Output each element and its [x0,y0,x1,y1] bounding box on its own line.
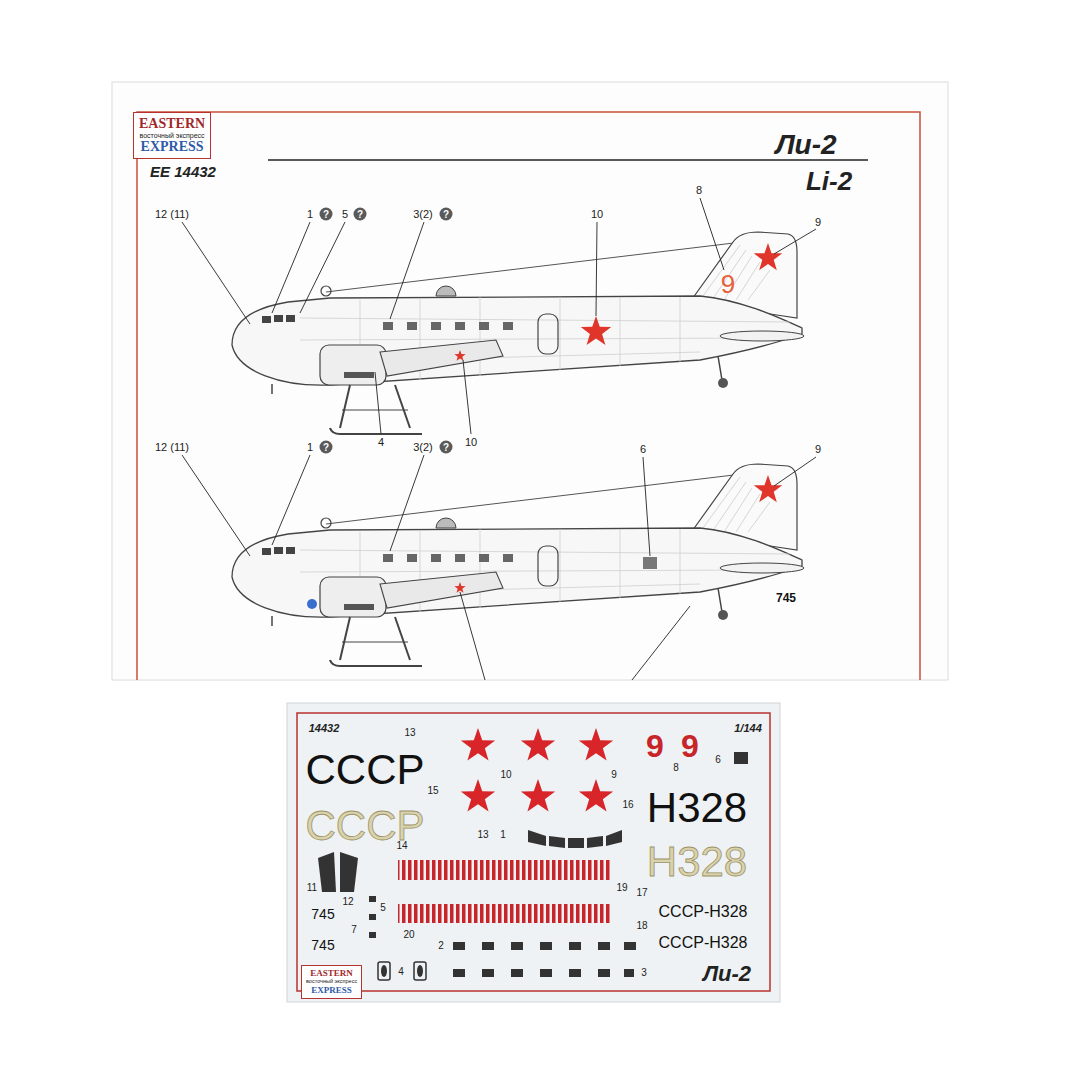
decal-marking: СССР-Н328 [659,904,748,920]
decal-marking: Ли-2 [703,963,751,985]
callout-number: 11 [307,883,317,893]
logo-text: EXPRESS [139,140,205,154]
decal-marking: Н328 [647,787,747,829]
callout-number: 3 [641,968,647,978]
callout-number: 4 [378,437,384,448]
callout-number: 3(2) [413,209,433,220]
sheet-title: Ли-2 [775,131,836,159]
callout-number: 745 [311,938,334,952]
callout-number: 9 [815,444,821,455]
callout-number: 15 [427,786,438,796]
callout-number: 13 [404,728,415,738]
callout-number: 2 [438,941,444,951]
callout-number: 7 [351,925,357,935]
callout-number: 6 [715,755,721,765]
callout-number: 9 [815,217,821,228]
callout-number: 14 [396,841,407,851]
query-icon: ? [440,441,453,454]
callout-number: 10 [591,209,603,220]
callout-number: 745 [776,592,796,604]
logo-text: восточный экспресс [306,979,357,985]
logo-text: EASTERN [306,969,357,978]
callout-number: 14432 [309,723,340,734]
query-icon: ? [320,208,333,221]
query-icon: ? [320,441,333,454]
decal-marking: 9 [681,730,699,762]
decal-marking: СССР [305,749,424,791]
logo-box: EASTERNвосточный экспрессEXPRESS [301,965,362,999]
decal-marking: 9 [646,730,664,762]
callout-number: 5 [380,903,386,913]
callout-number: 1 [500,830,506,840]
callout-number: 8 [696,185,702,196]
callout-number: 12 (11) [155,209,189,220]
callout-number: 18 [636,921,647,931]
decal-marking: СССР-Н328 [659,935,748,951]
callout-number: 1 [307,442,313,453]
callout-number: 16 [622,800,633,810]
callout-number: 9 [611,770,617,780]
callout-number: 20 [403,930,414,940]
query-icon: ? [440,208,453,221]
callout-number: 745 [311,907,334,921]
callout-number: 17 [636,888,647,898]
query-icon: ? [354,208,367,221]
callout-number: 1/144 [734,723,762,734]
decal-marking: Н328 [647,841,747,883]
logo-text: EASTERN [139,117,205,131]
logo-box: EASTERNвосточный экспрессEXPRESS [133,112,211,159]
callout-number: 4 [398,967,404,977]
callout-number: 6 [640,444,646,455]
callout-number: 10 [465,437,477,448]
callout-number: 3(2) [413,442,433,453]
callout-number: 1 [307,209,313,220]
logo-text: восточный экспресс [139,132,205,139]
callout-number: 12 (11) [155,442,189,453]
callout-number: 19 [616,883,627,893]
callout-number: 8 [673,763,679,773]
decal-marking: EE 14432 [150,164,216,179]
callout-number: 13 [477,830,488,840]
callout-number: 5 [342,209,348,220]
callout-number: 10 [500,770,511,780]
decal-marking: Li-2 [806,168,852,194]
logo-text: EXPRESS [306,986,357,995]
callout-number: 12 [342,897,353,907]
decal-marking: 9 [721,271,735,297]
